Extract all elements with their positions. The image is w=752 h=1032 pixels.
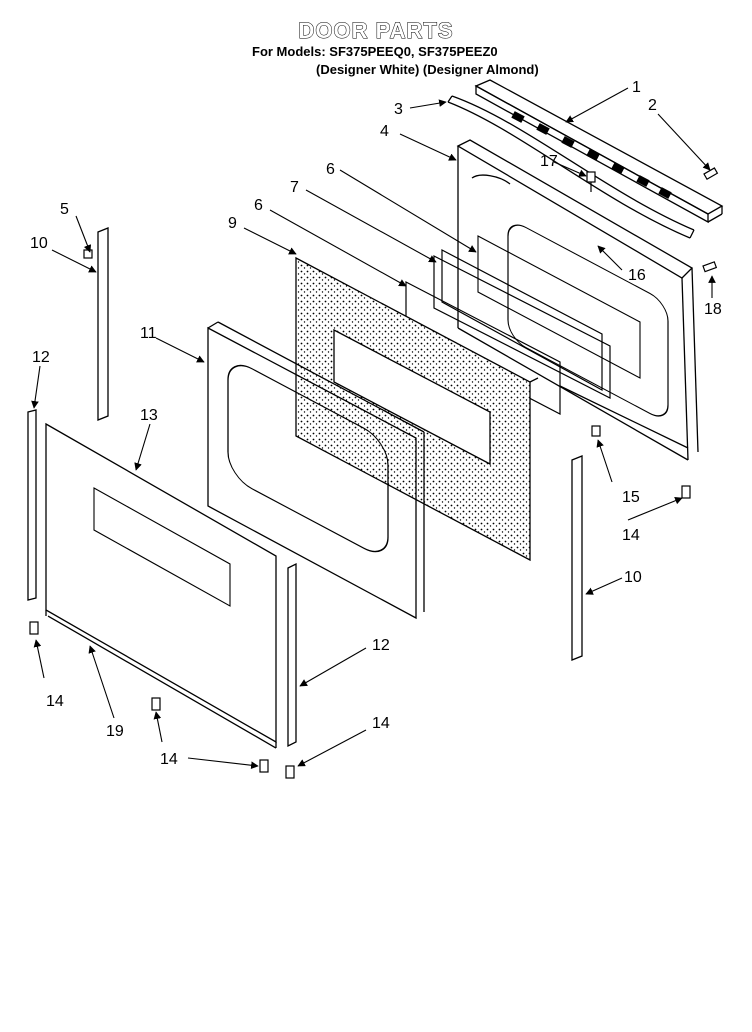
callout-13: 13 <box>140 407 158 424</box>
vent-trim-part <box>474 79 724 224</box>
callout-14b: 14 <box>622 527 640 544</box>
hinge-part <box>97 227 583 661</box>
callout-5: 5 <box>60 201 69 218</box>
callout-11: 11 <box>140 325 157 342</box>
variants-line: (Designer White) (Designer Almond) <box>316 62 539 77</box>
callout-15: 15 <box>622 489 640 506</box>
callout-14d: 14 <box>372 715 390 732</box>
screw-part <box>586 167 719 273</box>
callout-14a: 14 <box>46 693 64 710</box>
outer-door-glass <box>45 422 277 749</box>
callout-10b: 10 <box>624 569 642 586</box>
window-glass-part <box>477 235 641 379</box>
callout-12b: 12 <box>372 637 390 654</box>
callout-9: 9 <box>228 215 237 232</box>
callout-17: 17 <box>540 153 558 170</box>
models-line: For Models: SF375PEEQ0, SF375PEEZ0 <box>252 44 498 59</box>
callout-7: 7 <box>290 179 299 196</box>
side-trim-part <box>27 409 297 748</box>
callout-4: 4 <box>380 123 389 140</box>
callout-16: 16 <box>628 267 646 284</box>
callout-6a: 6 <box>326 161 335 178</box>
callout-1: 1 <box>632 79 641 96</box>
deflector-part <box>447 95 695 239</box>
callout-18: 18 <box>704 301 722 318</box>
inner-door-panel <box>456 139 699 461</box>
diagram-title: DOOR PARTS <box>298 18 454 44</box>
callout-3: 3 <box>394 101 403 118</box>
callout-12a: 12 <box>32 349 50 366</box>
callout-6b: 6 <box>254 197 263 214</box>
callout-labels: 1 2 3 4 5 6 6 7 9 10 10 11 12 12 13 14 1… <box>30 79 722 768</box>
screw-part <box>29 249 691 779</box>
leader-lines <box>31 87 716 770</box>
inner-frame-part <box>207 321 425 620</box>
callout-2: 2 <box>648 97 657 114</box>
callout-10a: 10 <box>30 235 48 252</box>
callout-14e: 19 <box>106 723 124 740</box>
callout-14c: 14 <box>160 751 178 768</box>
insulation-part <box>295 256 539 562</box>
